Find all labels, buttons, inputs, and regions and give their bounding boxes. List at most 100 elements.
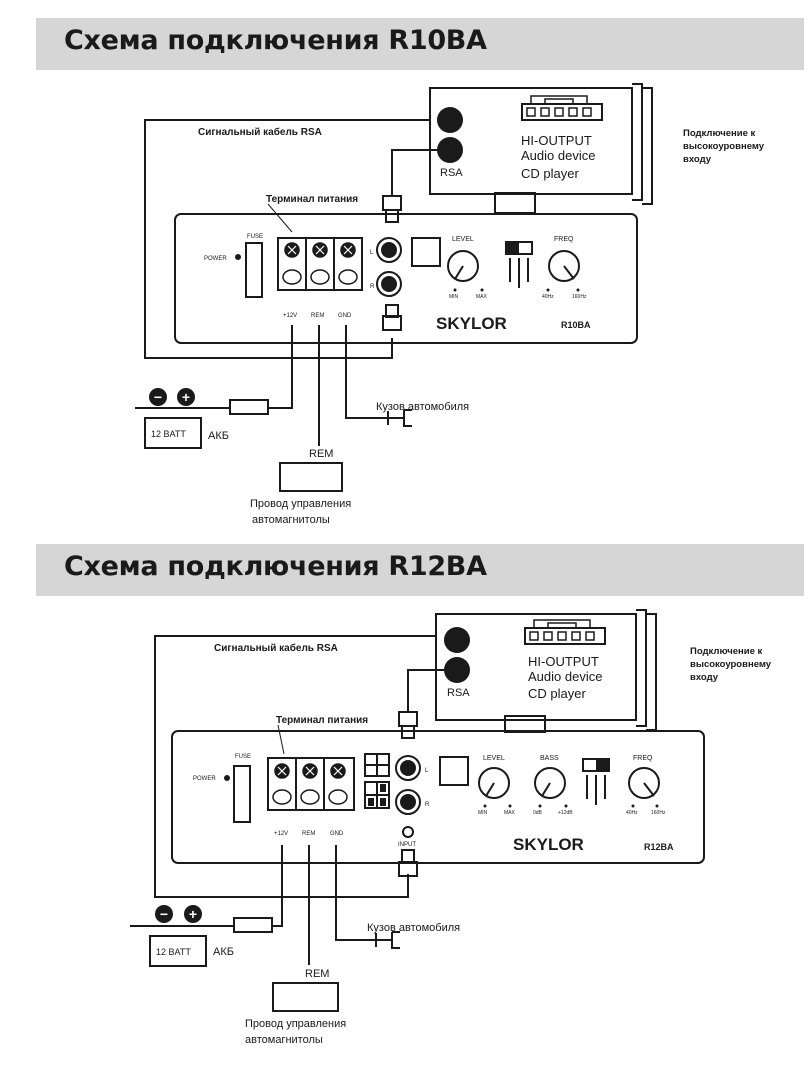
hi-output-label: HI-OUTPUT	[521, 133, 592, 148]
hi-level-note-line2: высокоуровнему	[690, 659, 772, 670]
akb-label: АКБ	[213, 946, 234, 958]
freq-label: FREQ	[554, 236, 574, 243]
terminal-label: +12V	[274, 831, 288, 837]
level-knob	[478, 767, 510, 799]
fuse-holder	[233, 765, 251, 823]
freq-max-label: 160Hz	[651, 810, 666, 816]
bass-min-label: 0dB	[533, 810, 543, 816]
power-terminal-label: Терминал питания	[276, 715, 368, 726]
terminal-label: REM	[302, 831, 315, 837]
power-terminal-block	[277, 237, 363, 291]
rem-wire-line2: автомагнитолы	[245, 1034, 323, 1046]
rem-label: REM	[305, 968, 329, 980]
inline-fuse	[229, 399, 269, 415]
signal-cable-line	[144, 119, 430, 359]
brand-logo: SKYLOR	[436, 314, 507, 333]
hi-level-note-line1: Подключение к	[683, 128, 755, 139]
rem-wire-line2: автомагнитолы	[252, 514, 330, 526]
freq-min-label: 40Hz	[626, 810, 638, 816]
level-min-label: MIN	[449, 294, 459, 300]
battery-minus-icon	[155, 905, 173, 923]
rem-wire-line1: Провод управления	[245, 1018, 346, 1030]
freq-min-label: 40Hz	[542, 294, 554, 300]
power-label: POWER	[193, 776, 216, 782]
hi-level-note-line3: входу	[683, 154, 712, 165]
power-label: POWER	[204, 256, 227, 262]
hi-level-connector	[521, 103, 603, 121]
level-max-label: MAX	[476, 294, 488, 300]
section-header: Схема подключения R10BA	[36, 18, 804, 70]
section-title: Схема подключения R10BA	[64, 25, 487, 56]
battery-minus-label: −	[154, 389, 162, 405]
cd-player-label: CD player	[521, 166, 579, 181]
rsa-label: RSA	[440, 167, 463, 179]
signal-cable-line	[154, 635, 436, 898]
channel-r-label: R	[425, 802, 430, 808]
battery-label: 12 BATT	[156, 947, 191, 957]
battery-minus-label: −	[160, 906, 168, 922]
rem-box	[279, 462, 343, 492]
level-min-label: MIN	[478, 810, 488, 816]
hi-output-label: HI-OUTPUT	[528, 654, 599, 669]
rca-jack-icon	[444, 657, 470, 683]
power-led-icon	[224, 775, 230, 781]
channel-l-label: L	[425, 768, 429, 774]
inline-fuse	[233, 917, 273, 933]
freq-knob	[548, 250, 580, 282]
power-led-icon	[235, 254, 241, 260]
rem-wire-line1: Провод управления	[250, 498, 351, 510]
freq-max-label: 160Hz	[572, 294, 587, 300]
battery-label: 12 BATT	[151, 429, 186, 439]
terminal-label: REM	[311, 313, 324, 319]
akb-label: АКБ	[208, 430, 229, 442]
section-header: Схема подключения R12BA	[36, 544, 804, 596]
head-unit-box	[435, 613, 637, 721]
rsa-label: RSA	[447, 687, 470, 699]
bass-label: BASS	[540, 755, 559, 762]
channel-r-label: R	[370, 284, 375, 290]
fuse-label: FUSE	[235, 754, 251, 760]
amplifier-body	[174, 213, 638, 344]
amplifier-body	[171, 730, 705, 864]
rca-jack-icon	[444, 627, 470, 653]
battery-minus-icon	[149, 388, 167, 406]
fuse-holder	[245, 242, 263, 298]
freq-knob	[628, 767, 660, 799]
battery-plus-icon	[177, 388, 195, 406]
rca-jack-icon	[437, 107, 463, 133]
level-knob	[447, 250, 479, 282]
rem-box	[272, 982, 339, 1012]
terminal-label: GND	[338, 313, 352, 319]
freq-label: FREQ	[633, 755, 653, 762]
terminal-label: GND	[330, 831, 344, 837]
battery-box	[144, 417, 202, 449]
rem-label: REM	[309, 448, 333, 460]
audio-device-label: Audio device	[528, 669, 602, 684]
ground-label: Кузов автомобиля	[376, 401, 469, 413]
signal-cable-label: Сигнальный кабель RSA	[198, 126, 322, 138]
signal-cable-label: Сигнальный кабель RSA	[214, 642, 338, 654]
rca-jack-icon	[437, 137, 463, 163]
hi-level-note-line1: Подключение к	[690, 646, 762, 657]
rsa-cable-line	[407, 669, 457, 712]
battery-plus-label: +	[182, 389, 190, 405]
section-r10ba: Схема подключения R10BA	[36, 18, 804, 526]
battery-box	[149, 935, 207, 967]
section-title: Схема подключения R12BA	[64, 551, 487, 582]
battery-plus-icon	[184, 905, 202, 923]
bass-knob	[534, 767, 566, 799]
level-max-label: MAX	[504, 810, 516, 816]
channel-l-label: L	[370, 250, 374, 256]
rsa-cable-line	[391, 149, 450, 196]
model-label: R10BA	[561, 320, 591, 330]
fuse-label: FUSE	[247, 234, 263, 240]
ground-label: Кузов автомобиля	[367, 922, 460, 934]
cd-player-label: CD player	[528, 686, 586, 701]
power-terminal-label: Терминал питания	[266, 194, 358, 205]
wiring-diagram-r10ba: − + Сигнальный кабель RSA RSA HI-OUTPUT …	[135, 83, 765, 526]
hi-level-connector	[524, 627, 606, 645]
terminal-label: +12V	[283, 313, 297, 319]
wiring-diagram-r12ba: − + Сигнальный кабель RSA RSA HI-OUTPUT …	[130, 609, 772, 1046]
level-label: LEVEL	[483, 755, 505, 762]
brand-logo: SKYLOR	[513, 835, 584, 854]
